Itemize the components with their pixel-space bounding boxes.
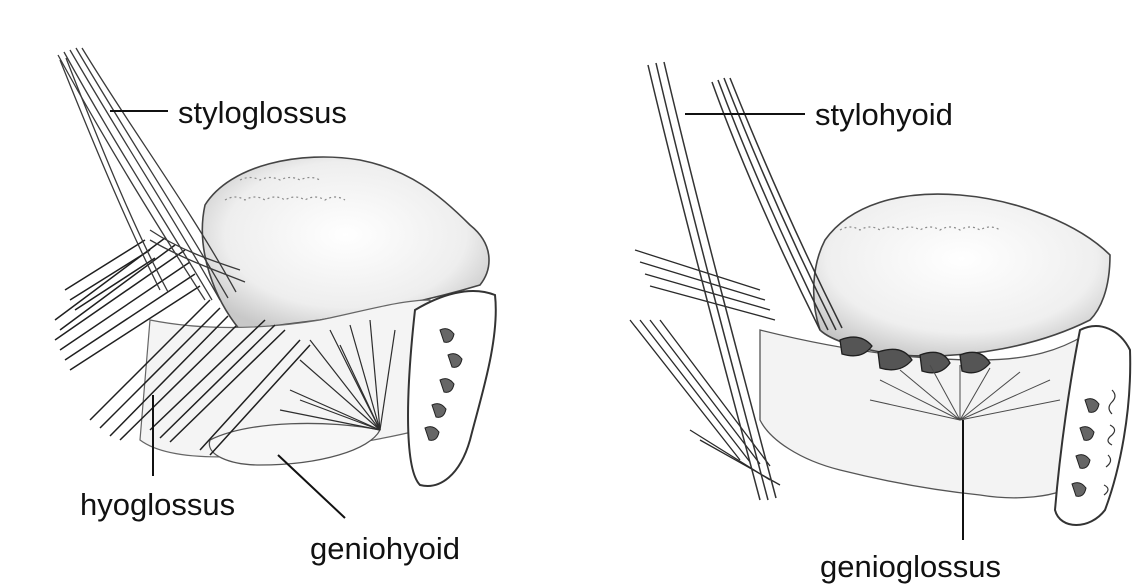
geniohyoid-leader-line bbox=[278, 455, 345, 518]
right-hatching-fibers bbox=[630, 250, 780, 485]
right-tongue-drawing bbox=[630, 62, 1130, 540]
stylohyoid-label: stylohyoid bbox=[815, 99, 953, 130]
right-tongue-body bbox=[814, 194, 1110, 356]
hyoglossus-label: hyoglossus bbox=[80, 489, 235, 520]
geniohyoid-label: geniohyoid bbox=[310, 533, 460, 564]
styloglossus-label: styloglossus bbox=[178, 97, 347, 128]
genioglossus-label: genioglossus bbox=[820, 551, 1001, 582]
